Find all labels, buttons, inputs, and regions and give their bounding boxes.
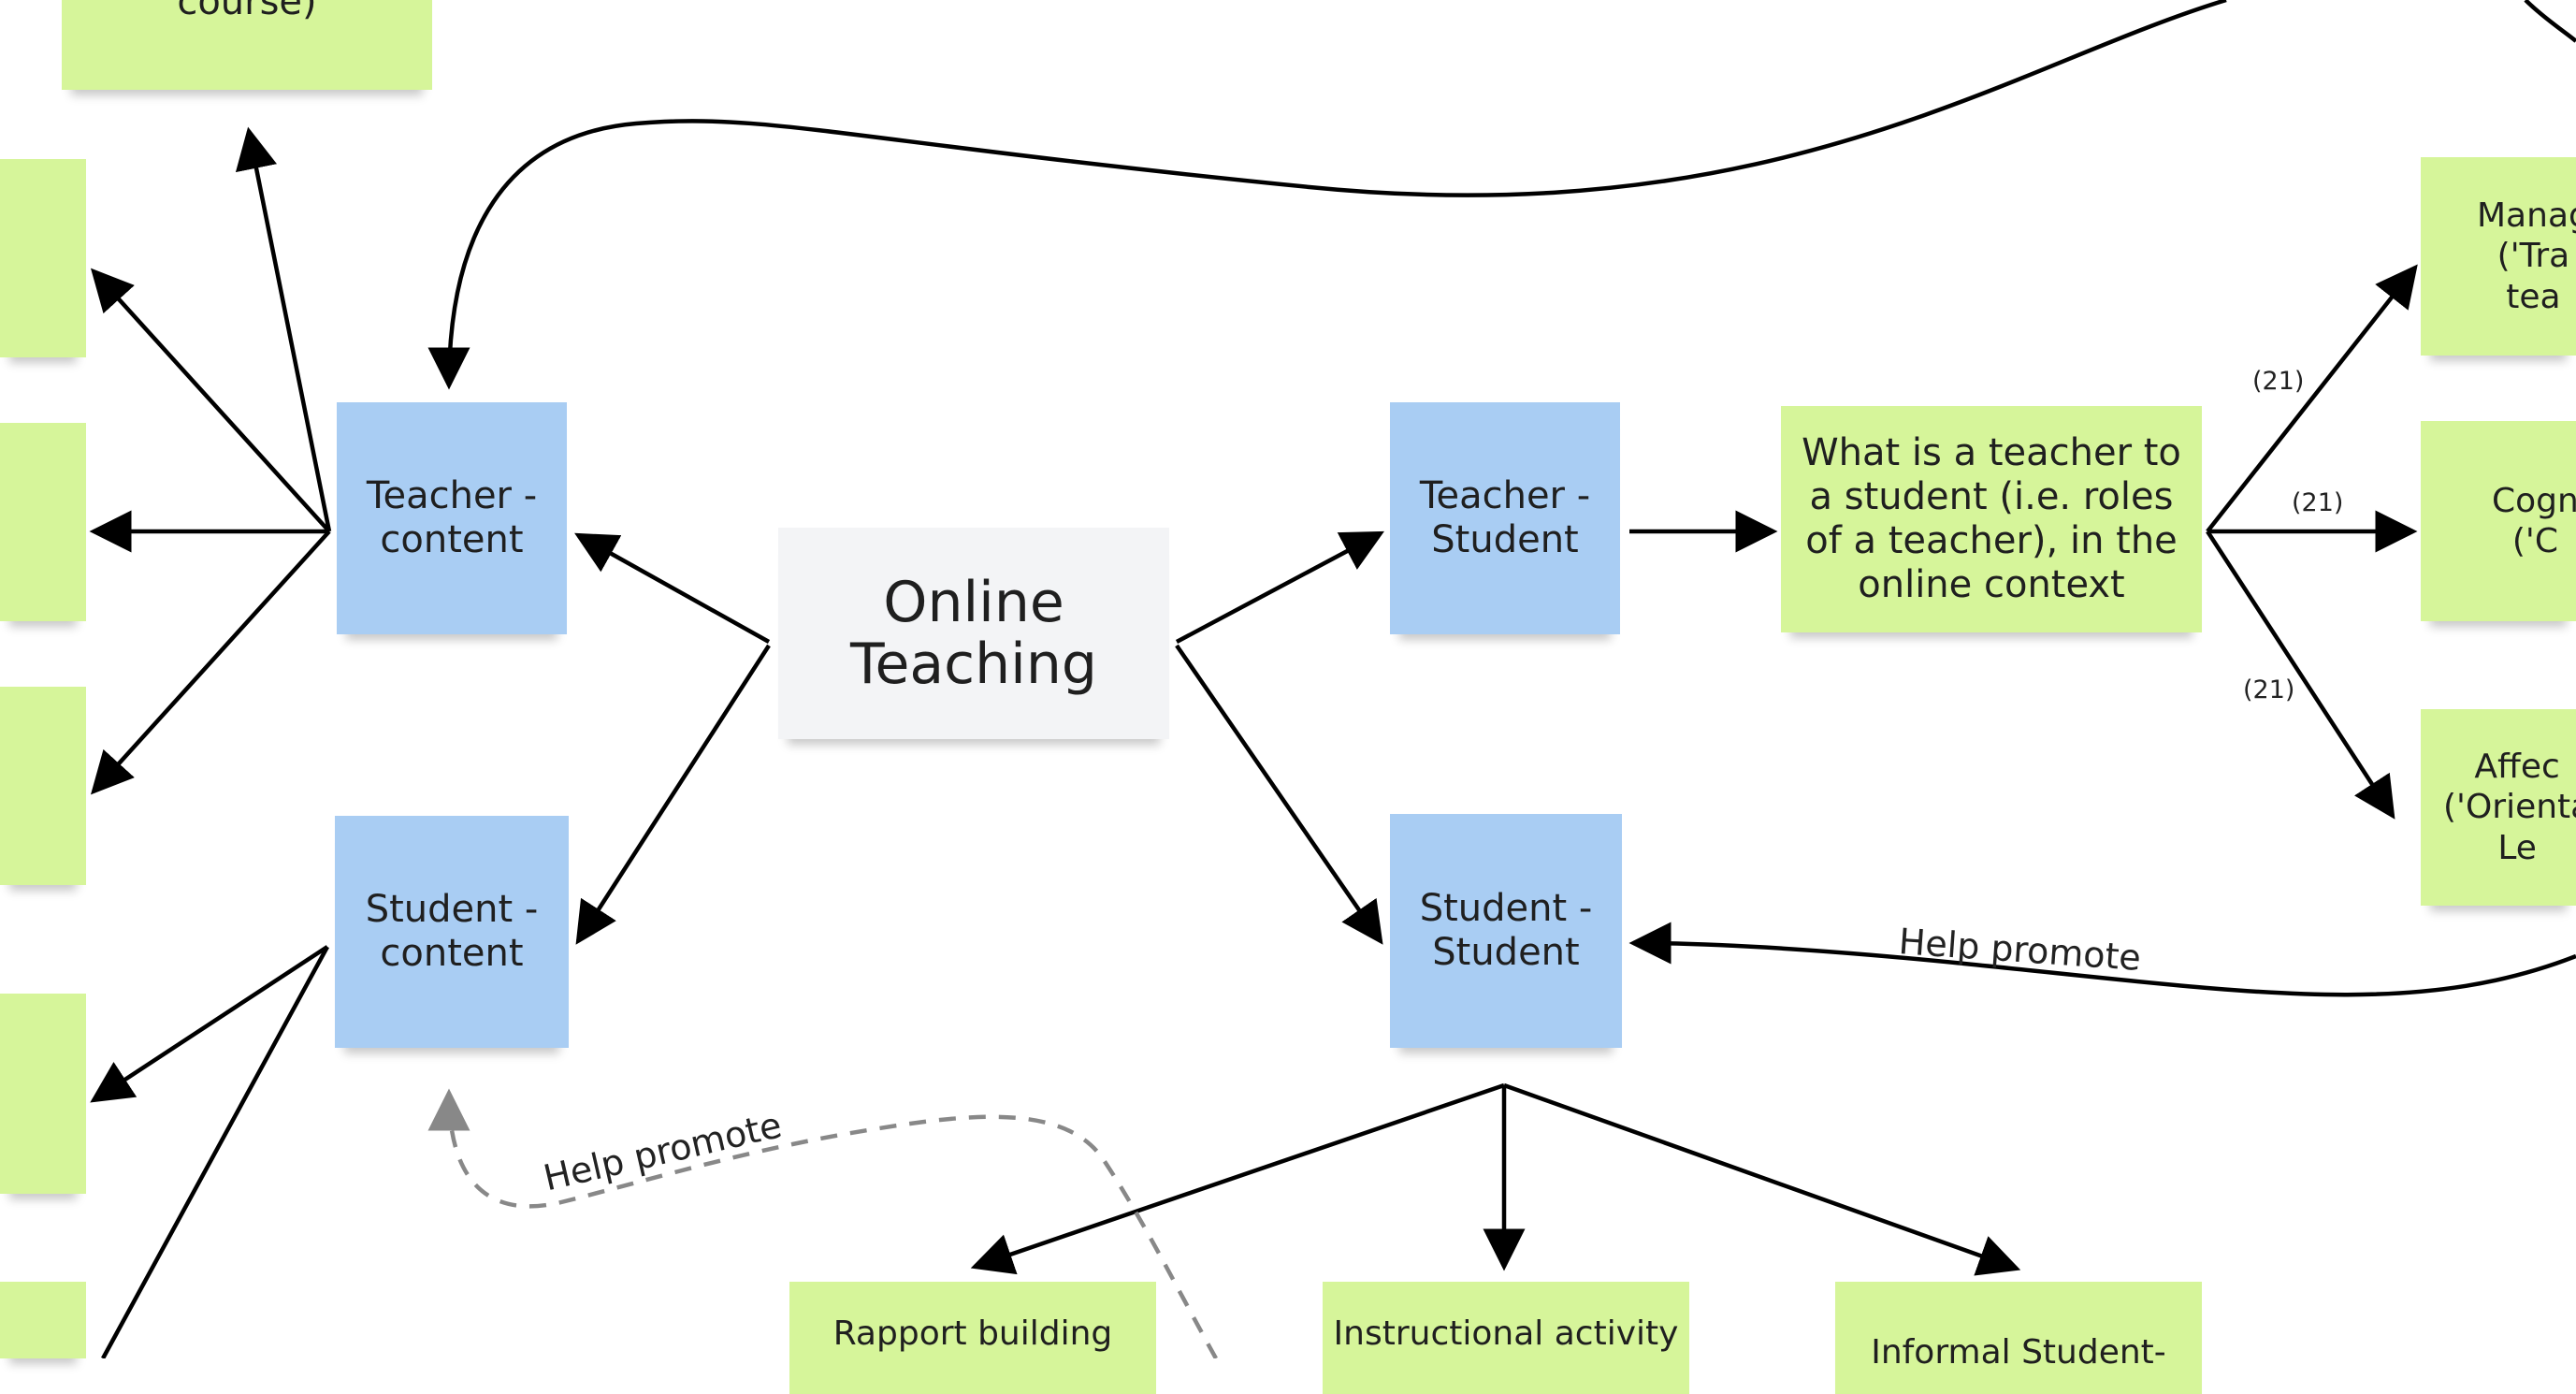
note-informal-student-text: Informal Student- (1871, 1333, 2166, 1372)
note-instructional-activity-text: Instructional activity (1333, 1314, 1679, 1353)
note-teacher-student-text: Teacher - Student (1419, 473, 1591, 561)
edge-roles-management (2206, 264, 2418, 533)
note-student-student-text: Student - Student (1419, 886, 1593, 974)
note-role-management-text: Manag ('Tra tea (2477, 196, 2576, 316)
note-informal-student[interactable]: Informal Student- (1835, 1282, 2202, 1394)
connector-layer (89, 0, 2576, 1358)
note-student-content-text: Student - content (365, 887, 539, 975)
edge-center-student-content (575, 644, 771, 945)
edge-count-label-3: (21) (2243, 675, 2295, 704)
edge-tc-top (235, 126, 332, 532)
note-online-teaching[interactable]: Online Teaching (778, 528, 1169, 739)
edge-center-teacher-content (574, 532, 771, 644)
note-left-3[interactable] (0, 687, 86, 885)
note-left-1[interactable] (0, 159, 86, 357)
note-teacher-student[interactable]: Teacher - Student (1390, 402, 1620, 634)
note-teacher-content[interactable]: Teacher - content (337, 402, 567, 634)
note-rapport-building-text: Rapport building (832, 1314, 1113, 1353)
edge-sc-upper (90, 945, 329, 1103)
edge-roles-affective (2206, 530, 2395, 820)
note-student-content[interactable]: Student - content (335, 816, 569, 1048)
edge-tc-lower (90, 530, 331, 795)
note-beyond-course-text: (Beyond the course) (177, 0, 317, 23)
note-left-2[interactable] (0, 423, 86, 621)
note-roles-question[interactable]: What is a teacher to a student (i.e. rol… (1781, 406, 2202, 632)
note-rapport-building[interactable]: Rapport building (789, 1282, 1156, 1394)
note-role-cognitive[interactable]: Cogn ('C (2421, 421, 2576, 621)
edge-ss-rapport (970, 1082, 1505, 1275)
edge-center-teacher-student (1175, 530, 1384, 644)
edge-top-right-arc (2524, 0, 2576, 43)
note-left-4[interactable] (0, 994, 86, 1194)
edge-curve-to-student-student (1628, 922, 2576, 997)
edge-center-student-student (1175, 644, 1383, 945)
note-teacher-content-text: Teacher - content (366, 473, 538, 561)
note-left-5[interactable] (0, 1282, 86, 1358)
edge-tc-upper (90, 268, 331, 533)
edge-count-label-1: (21) (2252, 367, 2305, 396)
note-roles-question-text: What is a teacher to a student (i.e. rol… (1802, 430, 2181, 607)
edge-dashed-help-promote (427, 1088, 1218, 1358)
note-role-cognitive-text: Cogn ('C (2492, 481, 2576, 560)
note-role-affective-text: Affec ('Orienta Le (2443, 748, 2576, 867)
edge-sc-lower (101, 945, 329, 1358)
note-role-affective[interactable]: Affec ('Orienta Le (2421, 709, 2576, 906)
edge-ss-informal (1503, 1082, 2021, 1276)
note-role-management[interactable]: Manag ('Tra tea (2421, 157, 2576, 356)
edge-count-label-2: (21) (2292, 488, 2344, 517)
edge-curve-to-teacher-content (427, 0, 2227, 390)
note-online-teaching-text: Online Teaching (850, 570, 1097, 697)
note-student-student[interactable]: Student - Student (1390, 814, 1622, 1048)
note-instructional-activity[interactable]: Instructional activity (1323, 1282, 1689, 1394)
note-beyond-course[interactable]: (Beyond the course) (62, 0, 432, 90)
